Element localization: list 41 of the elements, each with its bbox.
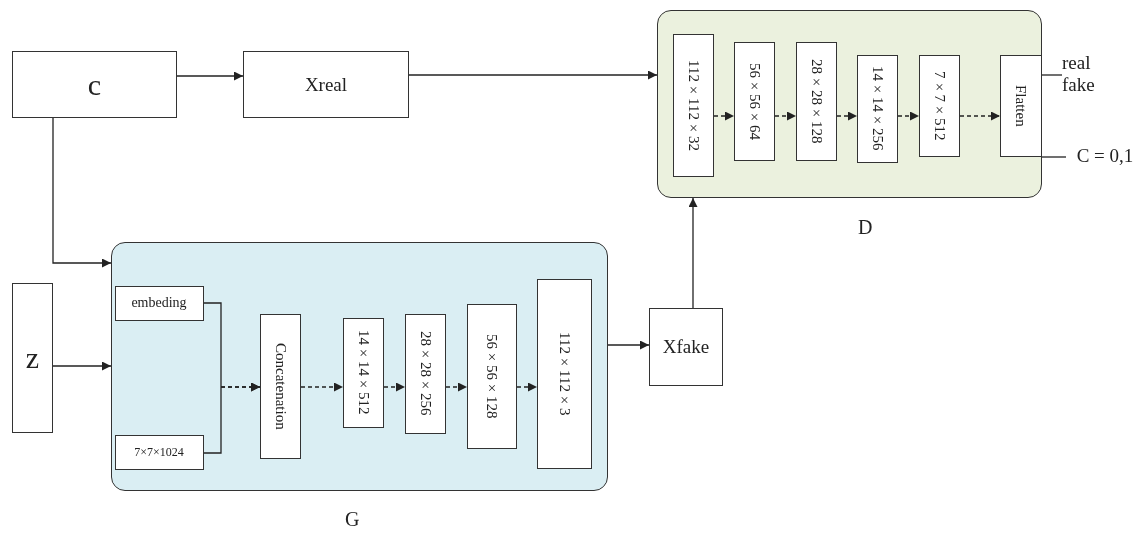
generator-panel <box>111 242 608 491</box>
arrow <box>176 71 244 81</box>
layer-label: 112×112×3 <box>555 331 573 416</box>
arrow <box>688 197 698 309</box>
arrow <box>445 382 468 392</box>
discriminator-panel <box>657 10 1042 198</box>
leader-line <box>1041 156 1067 158</box>
arrow <box>52 117 112 268</box>
arrow <box>52 361 112 371</box>
leader-line <box>1041 74 1063 76</box>
layer-label: 28×28×256 <box>416 331 434 416</box>
layer-label: z <box>25 341 40 375</box>
arrow <box>836 111 858 121</box>
layer-label: embeding <box>131 295 187 311</box>
layer-label: Xreal <box>304 73 348 96</box>
arrow <box>959 111 1001 121</box>
arrow <box>774 111 797 121</box>
layer-label: 7×7×512 <box>930 70 948 141</box>
arrow <box>408 70 658 80</box>
layer-label: Concatenation <box>271 342 289 430</box>
layer-label: Xfake <box>662 336 710 358</box>
arrow <box>713 111 735 121</box>
arrow <box>203 382 261 454</box>
panel-label: G <box>345 508 360 531</box>
layer-label: Flatten <box>1012 84 1029 127</box>
panel-label: D <box>858 216 873 239</box>
layer-label: 7×7×1024 <box>134 444 184 460</box>
output-label: C = 0,1 <box>1076 145 1134 167</box>
layer-label: 56×56×64 <box>745 62 763 140</box>
arrow <box>897 111 920 121</box>
output-label: real fake <box>1062 52 1096 96</box>
layer-label: 14×14×512 <box>354 330 372 415</box>
layer-label: 14×14×256 <box>868 66 886 151</box>
arrow <box>607 340 650 350</box>
arrow <box>383 382 406 392</box>
layer-label: 28×28×128 <box>807 58 825 144</box>
arrow <box>516 382 538 392</box>
layer-label: 56×56×128 <box>483 333 500 419</box>
layer-label: c <box>87 67 102 102</box>
layer-label: 112×112×32 <box>684 59 702 151</box>
arrow <box>300 382 344 392</box>
